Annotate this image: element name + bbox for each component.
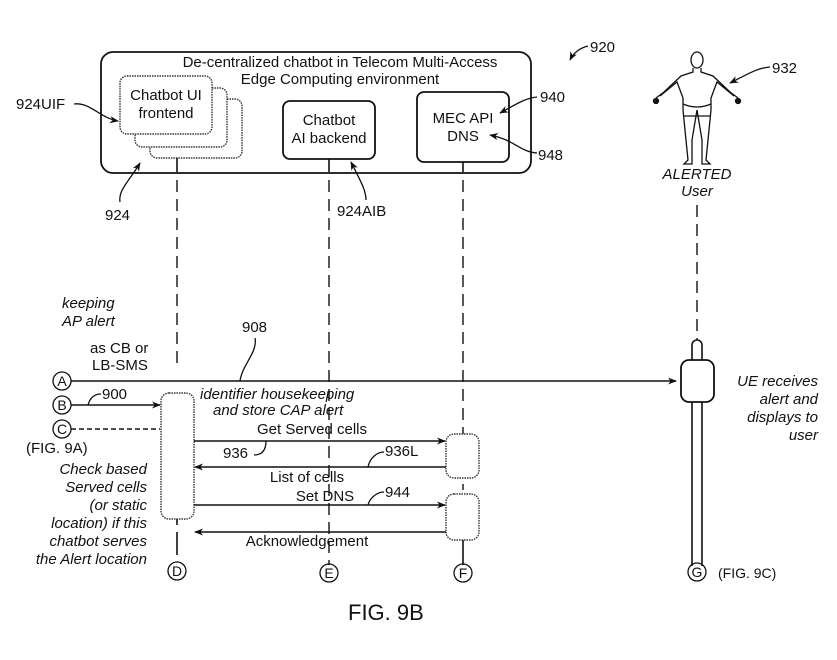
svg-text:Check based: Check based xyxy=(59,461,147,478)
ref-924UIF: 924UIF xyxy=(16,96,65,113)
ref-940: 940 xyxy=(540,89,565,106)
connector-C-label: C xyxy=(57,421,67,437)
svg-text:UE receives: UE receives xyxy=(737,373,818,390)
ref-948: 948 xyxy=(538,147,563,164)
ref-900: 900 xyxy=(102,386,127,403)
msg-acknowledgement: Acknowledgement xyxy=(246,533,369,550)
backend-label-line2: AI backend xyxy=(291,130,366,147)
note-check-served-cells: Check based Served cells (or static loca… xyxy=(36,461,148,568)
user-label-line1: ALERTED xyxy=(662,166,732,183)
msg-list-of-cells: List of cells xyxy=(270,469,344,486)
ref-944-leader xyxy=(367,491,385,506)
ref-908: 908 xyxy=(242,319,267,336)
ref-924-arrow xyxy=(119,162,141,203)
ref-920-arrow xyxy=(569,45,589,61)
note-housekeeping-line1: identifier housekeeping xyxy=(200,386,355,403)
frontend-label-line1: Chatbot UI xyxy=(130,87,202,104)
svg-text:(or static: (or static xyxy=(89,497,147,514)
ref-924AIB-arrow xyxy=(350,161,367,201)
connector-F xyxy=(453,563,473,583)
container-title-line2: Edge Computing environment xyxy=(241,71,440,88)
ref-944: 944 xyxy=(385,484,410,501)
frontend-label-line2: frontend xyxy=(138,105,193,122)
user-label-line2: User xyxy=(681,183,714,200)
svg-text:the Alert location: the Alert location xyxy=(36,551,147,568)
ref-924: 924 xyxy=(105,207,130,224)
ref-908-leader xyxy=(239,337,256,382)
note-keeping-line2: AP alert xyxy=(61,313,116,330)
msg-get-served-cells: Get Served cells xyxy=(257,421,367,438)
note-fig9a: (FIG. 9A) xyxy=(26,440,88,457)
note-housekeeping-line2: and store CAP alert xyxy=(213,402,344,419)
ue-activation xyxy=(680,359,715,403)
connector-F-label: F xyxy=(459,565,468,581)
ref-940-arrow xyxy=(499,96,538,114)
connector-G-label: G xyxy=(692,564,703,580)
svg-text:user: user xyxy=(789,427,819,444)
note-ue-receives: UE receives alert and displays to user xyxy=(737,373,819,444)
mec-label-line1: MEC API xyxy=(433,110,494,127)
msg-set-dns: Set DNS xyxy=(296,488,354,505)
connector-E xyxy=(319,563,339,583)
ref-924UIF-arrow xyxy=(73,103,119,124)
connector-E-label: E xyxy=(324,565,333,581)
svg-text:Served cells: Served cells xyxy=(65,479,147,496)
alerted-user-figure xyxy=(652,51,742,165)
frontend-activation xyxy=(160,392,195,520)
ref-948-arrow xyxy=(489,133,538,154)
mec-activation-1 xyxy=(445,433,480,479)
connector-A-label: A xyxy=(57,373,67,389)
ref-936-leader xyxy=(253,440,267,456)
chatbot-ui-frontend-box xyxy=(119,75,213,135)
ref-936: 936 xyxy=(223,445,248,462)
mec-label-line2: DNS xyxy=(447,128,479,145)
connector-D xyxy=(167,561,187,581)
ref-932-arrow xyxy=(729,66,771,84)
figure-caption: FIG. 9B xyxy=(348,600,424,625)
note-fig9c: (FIG. 9C) xyxy=(718,565,776,581)
svg-text:chatbot serves: chatbot serves xyxy=(49,533,147,550)
note-keeping-line1: keeping xyxy=(62,295,115,312)
ue-lifeline-bar xyxy=(691,402,703,566)
ref-900-leader xyxy=(87,393,102,406)
note-ascb-line1: as CB or xyxy=(90,340,148,357)
mec-activation-2 xyxy=(445,493,480,541)
ref-920: 920 xyxy=(590,39,615,56)
connector-B-label: B xyxy=(57,397,66,413)
ref-936L-leader xyxy=(367,451,385,468)
container-title-line1: De-centralized chatbot in Telecom Multi-… xyxy=(183,54,498,71)
backend-label-line1: Chatbot xyxy=(303,112,356,129)
note-ascb-line2: LB-SMS xyxy=(92,357,148,374)
ref-932: 932 xyxy=(772,60,797,77)
svg-text:displays to: displays to xyxy=(747,409,818,426)
svg-text:location) if this: location) if this xyxy=(51,515,147,532)
connector-G xyxy=(687,562,707,582)
mec-api-dns-box xyxy=(416,91,510,163)
ref-924AIB: 924AIB xyxy=(337,203,386,220)
svg-text:alert and: alert and xyxy=(760,391,819,408)
connector-D-label: D xyxy=(172,563,182,579)
ref-936L: 936L xyxy=(385,443,418,460)
